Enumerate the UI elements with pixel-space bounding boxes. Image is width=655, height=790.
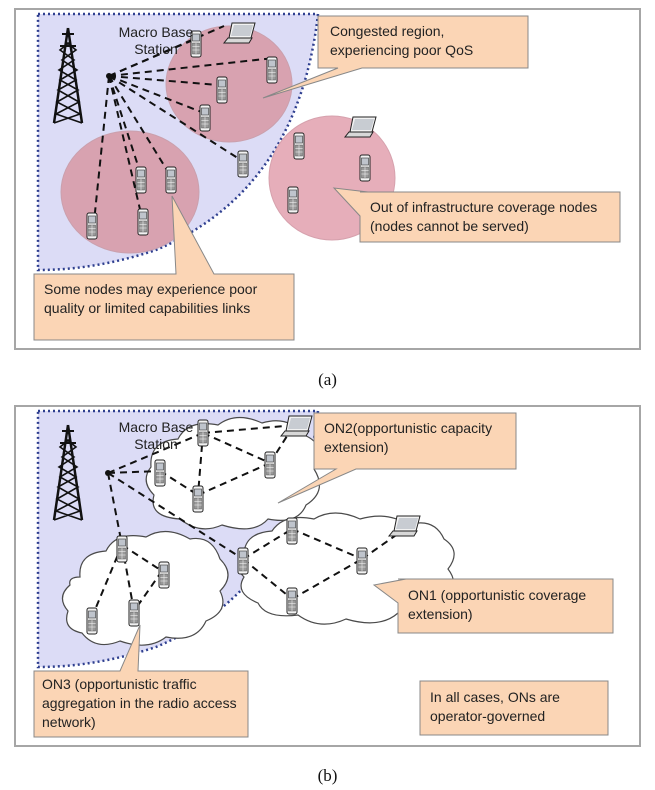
panel-a-diagram — [33, 12, 621, 341]
phone-icon — [266, 56, 278, 84]
phone-icon — [165, 166, 177, 194]
callout-on3-shape — [33, 624, 249, 738]
note-box — [419, 680, 609, 736]
governance-note: In all cases, ONs are operator-governed — [430, 689, 560, 724]
caption-a: (a) — [318, 370, 337, 389]
callout-on3: ON3 (opportunistic traffic aggregation i… — [42, 676, 237, 730]
panel-b-diagram — [33, 409, 614, 738]
callout-out-of-coverage-shape — [332, 187, 621, 243]
radio-links — [91, 424, 403, 618]
callout-on1: ON1 (opportunistic coverage extension) — [408, 587, 587, 622]
phone-icon — [356, 547, 368, 575]
caption-b: (b) — [317, 766, 338, 785]
phone-icon — [128, 599, 140, 627]
phone-icon — [116, 535, 128, 563]
phone-icon — [137, 208, 149, 236]
phone-icon — [237, 547, 249, 575]
panel-b: Macro Base Station ON2(opportunistic cap… — [14, 405, 641, 747]
phone-icon — [158, 561, 170, 589]
tower-icon — [52, 424, 84, 521]
phone-icon — [264, 451, 276, 479]
callout-poor-quality: Some nodes may experience poor quality o… — [44, 281, 258, 316]
phone-icon — [286, 587, 298, 615]
laptop-icon — [279, 415, 313, 437]
phone-icon — [199, 104, 211, 132]
callout-on1-shape — [372, 578, 614, 634]
panel-a: Macro Base Station Congested region, exp… — [14, 8, 641, 350]
phone-icon — [86, 607, 98, 635]
phone-icon — [135, 166, 147, 194]
laptop-icon — [387, 515, 421, 537]
radio-links — [93, 25, 275, 223]
phone-icon — [359, 154, 371, 182]
callout-congested-shape — [262, 15, 529, 99]
cloud-icon-on3 — [61, 530, 229, 646]
phone-icon — [154, 459, 166, 487]
callout-on2-shape — [277, 412, 517, 504]
phone-icon — [293, 132, 305, 160]
phone-icon — [192, 485, 204, 513]
phone-icon — [216, 76, 228, 104]
callout-on2: ON2(opportunistic capacity extension) — [324, 420, 493, 455]
station-label: Macro Base Station — [118, 419, 194, 452]
station-label: Macro Base Station — [118, 24, 194, 57]
phone-icon — [86, 212, 98, 240]
phone-icon — [286, 517, 298, 545]
callout-out-of-coverage: Out of infrastructure coverage nodes (no… — [370, 199, 598, 234]
phone-icon — [237, 150, 249, 178]
callout-poor-quality-shape — [33, 195, 295, 341]
phone-icon — [287, 186, 299, 214]
cloud-icon-on2 — [145, 416, 321, 530]
callout-congested: Congested region, experiencing poor QoS — [330, 23, 474, 58]
